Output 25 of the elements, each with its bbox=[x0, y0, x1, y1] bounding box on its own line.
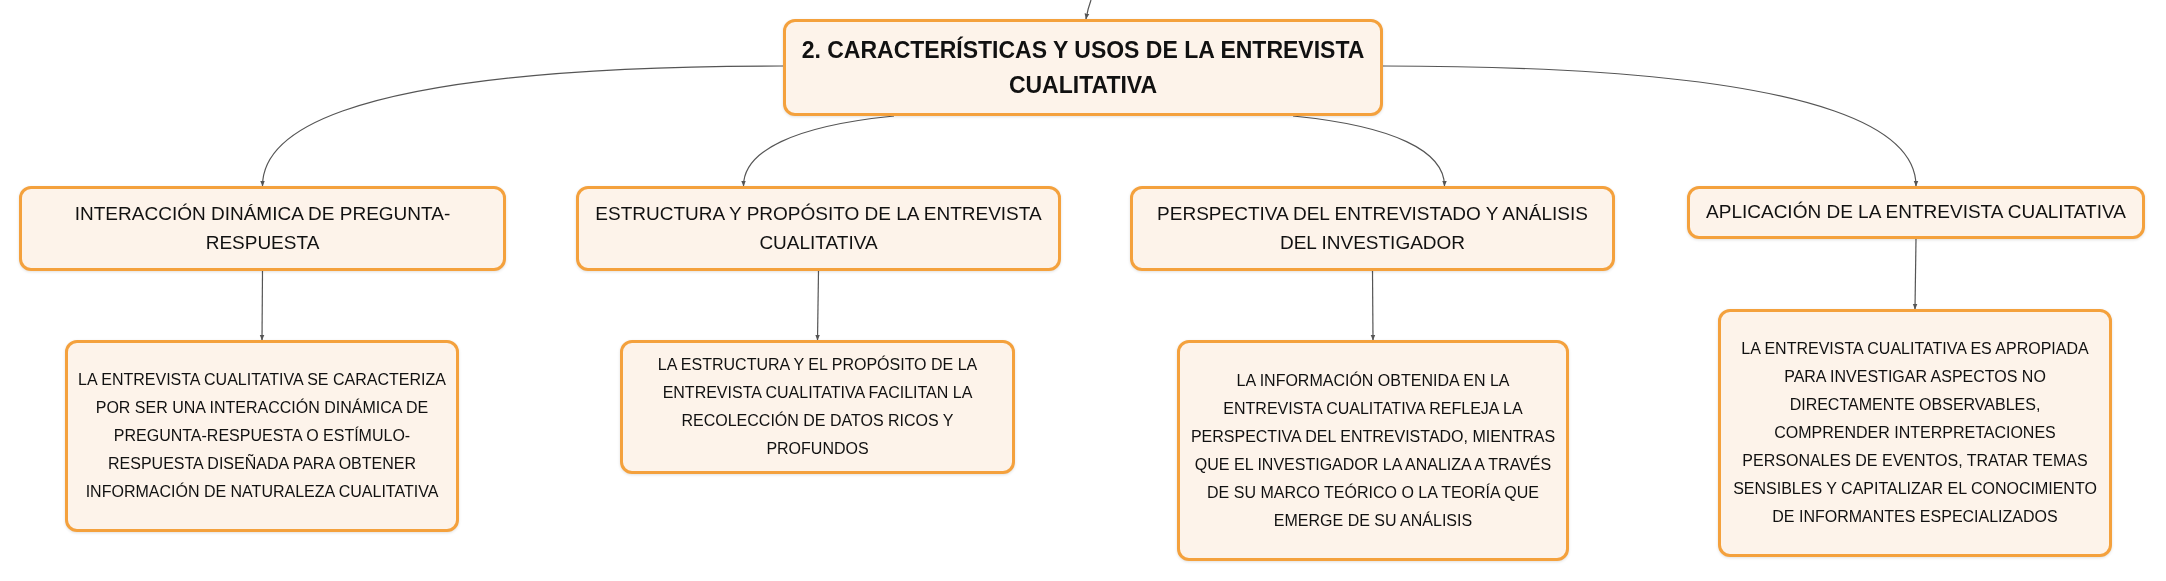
node-text: ESTRUCTURA Y PROPÓSITO DE LA ENTREVISTA CUALITATIVA bbox=[594, 202, 1043, 255]
subtopic-box bbox=[1130, 186, 1615, 271]
connector-arrow bbox=[1370, 270, 1376, 341]
detail-box bbox=[65, 340, 459, 532]
node-text: LA INFORMACIÓN OBTENIDA EN LA ENTREVISTA CUALITATIVA REFLEJA LA PERSPECTIVA DEL ENTREVISTADO, MIENTRAS QUE EL INVESTIGADOR LA ANALIZA A TRAVÉS DE SU MARCO TEÓRICO O LA TEORÍA QUE EMERGE DE SU ANÁLISIS bbox=[1189, 370, 1557, 531]
node-text: PERSPECTIVA DEL ENTREVISTADO Y ANÁLISIS DEL INVESTIGADOR bbox=[1156, 202, 1589, 255]
detail-box bbox=[1718, 309, 2112, 557]
node-text: LA ESTRUCTURA Y EL PROPÓSITO DE LA ENTREVISTA CUALITATIVA FACILITAN LA RECOLECCIÓN DE DATOS RICOS Y PROFUNDOS bbox=[656, 354, 979, 459]
node-text: LA ENTREVISTA CUALITATIVA SE CARACTERIZA POR SER UNA INTERACCIÓN DINÁMICA DE PREGUNTA-RESPUESTA O ESTÍMULO-RESPUESTA DISEÑADA PARA OBTENER INFORMACIÓN DE NATURALEZA CUALITATIVA bbox=[77, 370, 447, 502]
connector-arrow bbox=[1912, 238, 1918, 310]
topic-title: 2. CARACTERÍSTICAS Y USOS DE LA ENTREVISTA CUALITATIVA bbox=[800, 35, 1366, 100]
node-text: INTERACCIÓN DINÁMICA DE PREGUNTA-RESPUESTA bbox=[73, 202, 452, 255]
connector-arrow bbox=[259, 270, 265, 341]
subtopic-box bbox=[19, 186, 506, 271]
node-text: LA ENTREVISTA CUALITATIVA ES APROPIADA PARA INVESTIGAR ASPECTOS NO DIRECTAMENTE OBSERVABLES, COMPRENDER INTERPRETACIONES PERSONALES DE EVENTOS, TRATAR TEMAS SENSIBLES Y CAPITALIZAR EL CONOCIMIENTO DE INFORMANTES ESPECIALIZADOS bbox=[1732, 339, 2098, 527]
connector-arrow bbox=[1382, 65, 1918, 187]
detail-box bbox=[620, 340, 1015, 474]
topic-box bbox=[783, 19, 1383, 116]
subtopic-box bbox=[576, 186, 1061, 271]
connector-arrow bbox=[260, 65, 784, 187]
node-text: APLICACIÓN DE LA ENTREVISTA CUALITATIVA bbox=[1705, 200, 2127, 225]
subtopic-box bbox=[1687, 186, 2145, 239]
connector-arrow bbox=[815, 270, 820, 341]
connector-arrow bbox=[1084, 0, 1092, 20]
detail-box bbox=[1177, 340, 1569, 561]
